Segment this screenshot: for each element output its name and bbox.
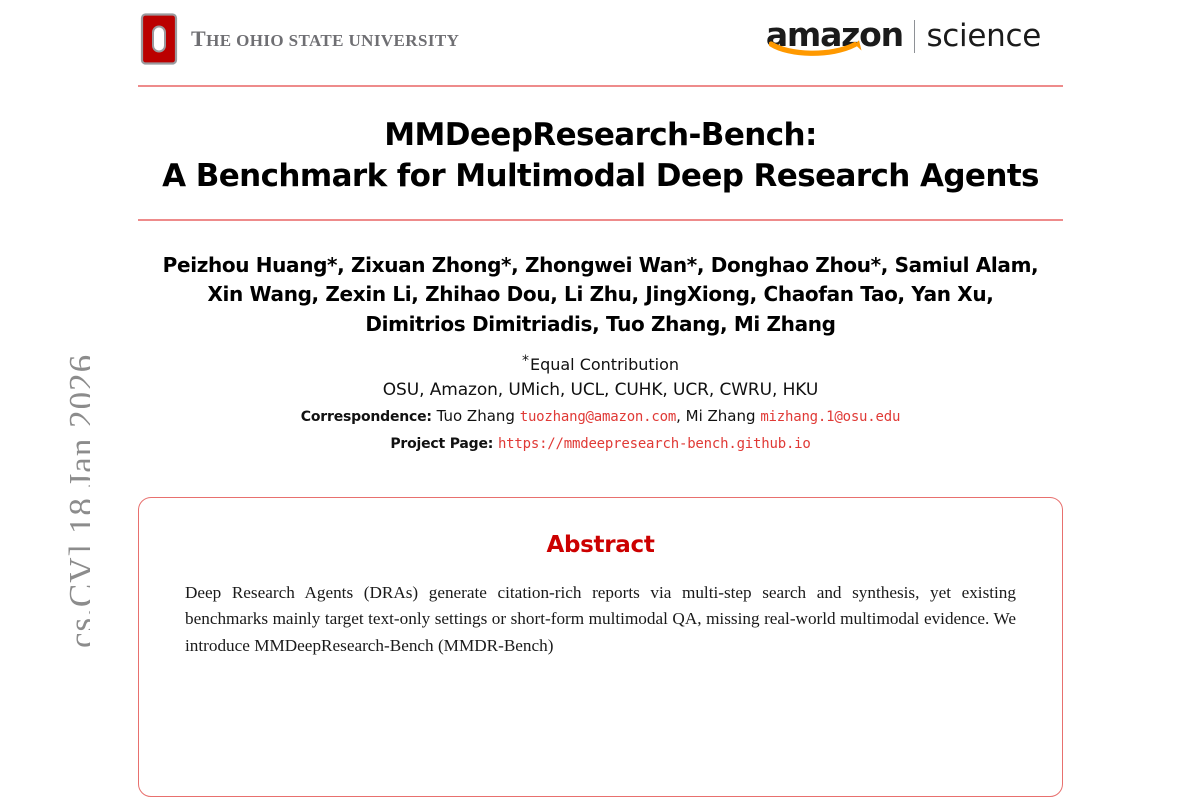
title-line-2: A Benchmark for Multimodal Deep Research… xyxy=(162,157,1039,194)
paper-page: THE OHIO STATE UNIVERSITY amazon science… xyxy=(138,0,1063,797)
equal-contribution-label: Equal Contribution xyxy=(529,354,680,374)
amazon-smile-icon xyxy=(768,28,906,61)
correspondence-name-1: Tuo Zhang xyxy=(436,407,515,426)
abstract-box: Abstract Deep Research Agents (DRAs) gen… xyxy=(138,497,1063,797)
correspondence-separator: , xyxy=(676,407,681,426)
amazon-science-divider xyxy=(913,19,916,53)
equal-contribution-note: *Equal Contribution xyxy=(138,351,1063,377)
ohio-state-university-logo: THE OHIO STATE UNIVERSITY xyxy=(140,13,459,65)
author-meta-block: *Equal Contribution OSU, Amazon, UMich, … xyxy=(138,339,1063,456)
correspondence-name-2: Mi Zhang xyxy=(685,407,756,426)
amazon-wordmark: amazon xyxy=(765,15,906,61)
title-divider-rule xyxy=(138,218,1063,221)
correspondence-line: Correspondence: Tuo Zhang tuozhang@amazo… xyxy=(138,403,1063,430)
author-line-3: Dimitrios Dimitriadis, Tuo Zhang, Mi Zha… xyxy=(365,311,836,336)
osu-block-o-icon xyxy=(140,13,178,65)
header-logo-bar: THE OHIO STATE UNIVERSITY amazon science xyxy=(138,0,1063,78)
correspondence-label: Correspondence: xyxy=(300,409,432,426)
correspondence-email-1[interactable]: tuozhang@amazon.com xyxy=(519,409,677,426)
correspondence-email-2[interactable]: mizhang.1@osu.edu xyxy=(760,409,901,426)
equal-contribution-asterisk: * xyxy=(521,352,529,369)
affiliations-line: OSU, Amazon, UMich, UCL, CUHK, UCR, CWRU… xyxy=(382,379,819,400)
arxiv-stamp: cs.CV] 18 Jan 2026 xyxy=(0,0,90,648)
abstract-body: Deep Research Agents (DRAs) generate cit… xyxy=(185,583,1016,655)
author-line-1: Peizhou Huang*, Zixuan Zhong*, Zhongwei … xyxy=(162,252,1039,277)
science-wordmark: science xyxy=(926,17,1041,54)
amazon-science-logo: amazon science xyxy=(766,18,1041,60)
title-line-1: MMDeepResearch-Bench: xyxy=(384,117,817,153)
amazon-wordmark-text: amazon xyxy=(765,15,904,54)
project-page-line: Project Page: https://mmdeepresearch-ben… xyxy=(138,430,1063,457)
project-page-label: Project Page: xyxy=(390,435,494,452)
author-list: Peizhou Huang*, Zixuan Zhong*, Zhongwei … xyxy=(138,221,1063,339)
author-line-2: Xin Wang, Zexin Li, Zhihao Dou, Li Zhu, … xyxy=(207,282,994,307)
abstract-heading: Abstract xyxy=(546,532,655,559)
osu-wordmark: THE OHIO STATE UNIVERSITY xyxy=(191,26,460,51)
page-title: MMDeepResearch-Bench: A Benchmark for Mu… xyxy=(138,87,1063,197)
osu-wordmark-smallcaps: HE OHIO STATE UNIVERSITY xyxy=(206,31,460,50)
arxiv-stamp-text: cs.CV] 18 Jan 2026 xyxy=(62,353,90,648)
project-page-link[interactable]: https://mmdeepresearch-bench.github.io xyxy=(497,435,811,452)
header-divider-rule xyxy=(138,85,1063,87)
